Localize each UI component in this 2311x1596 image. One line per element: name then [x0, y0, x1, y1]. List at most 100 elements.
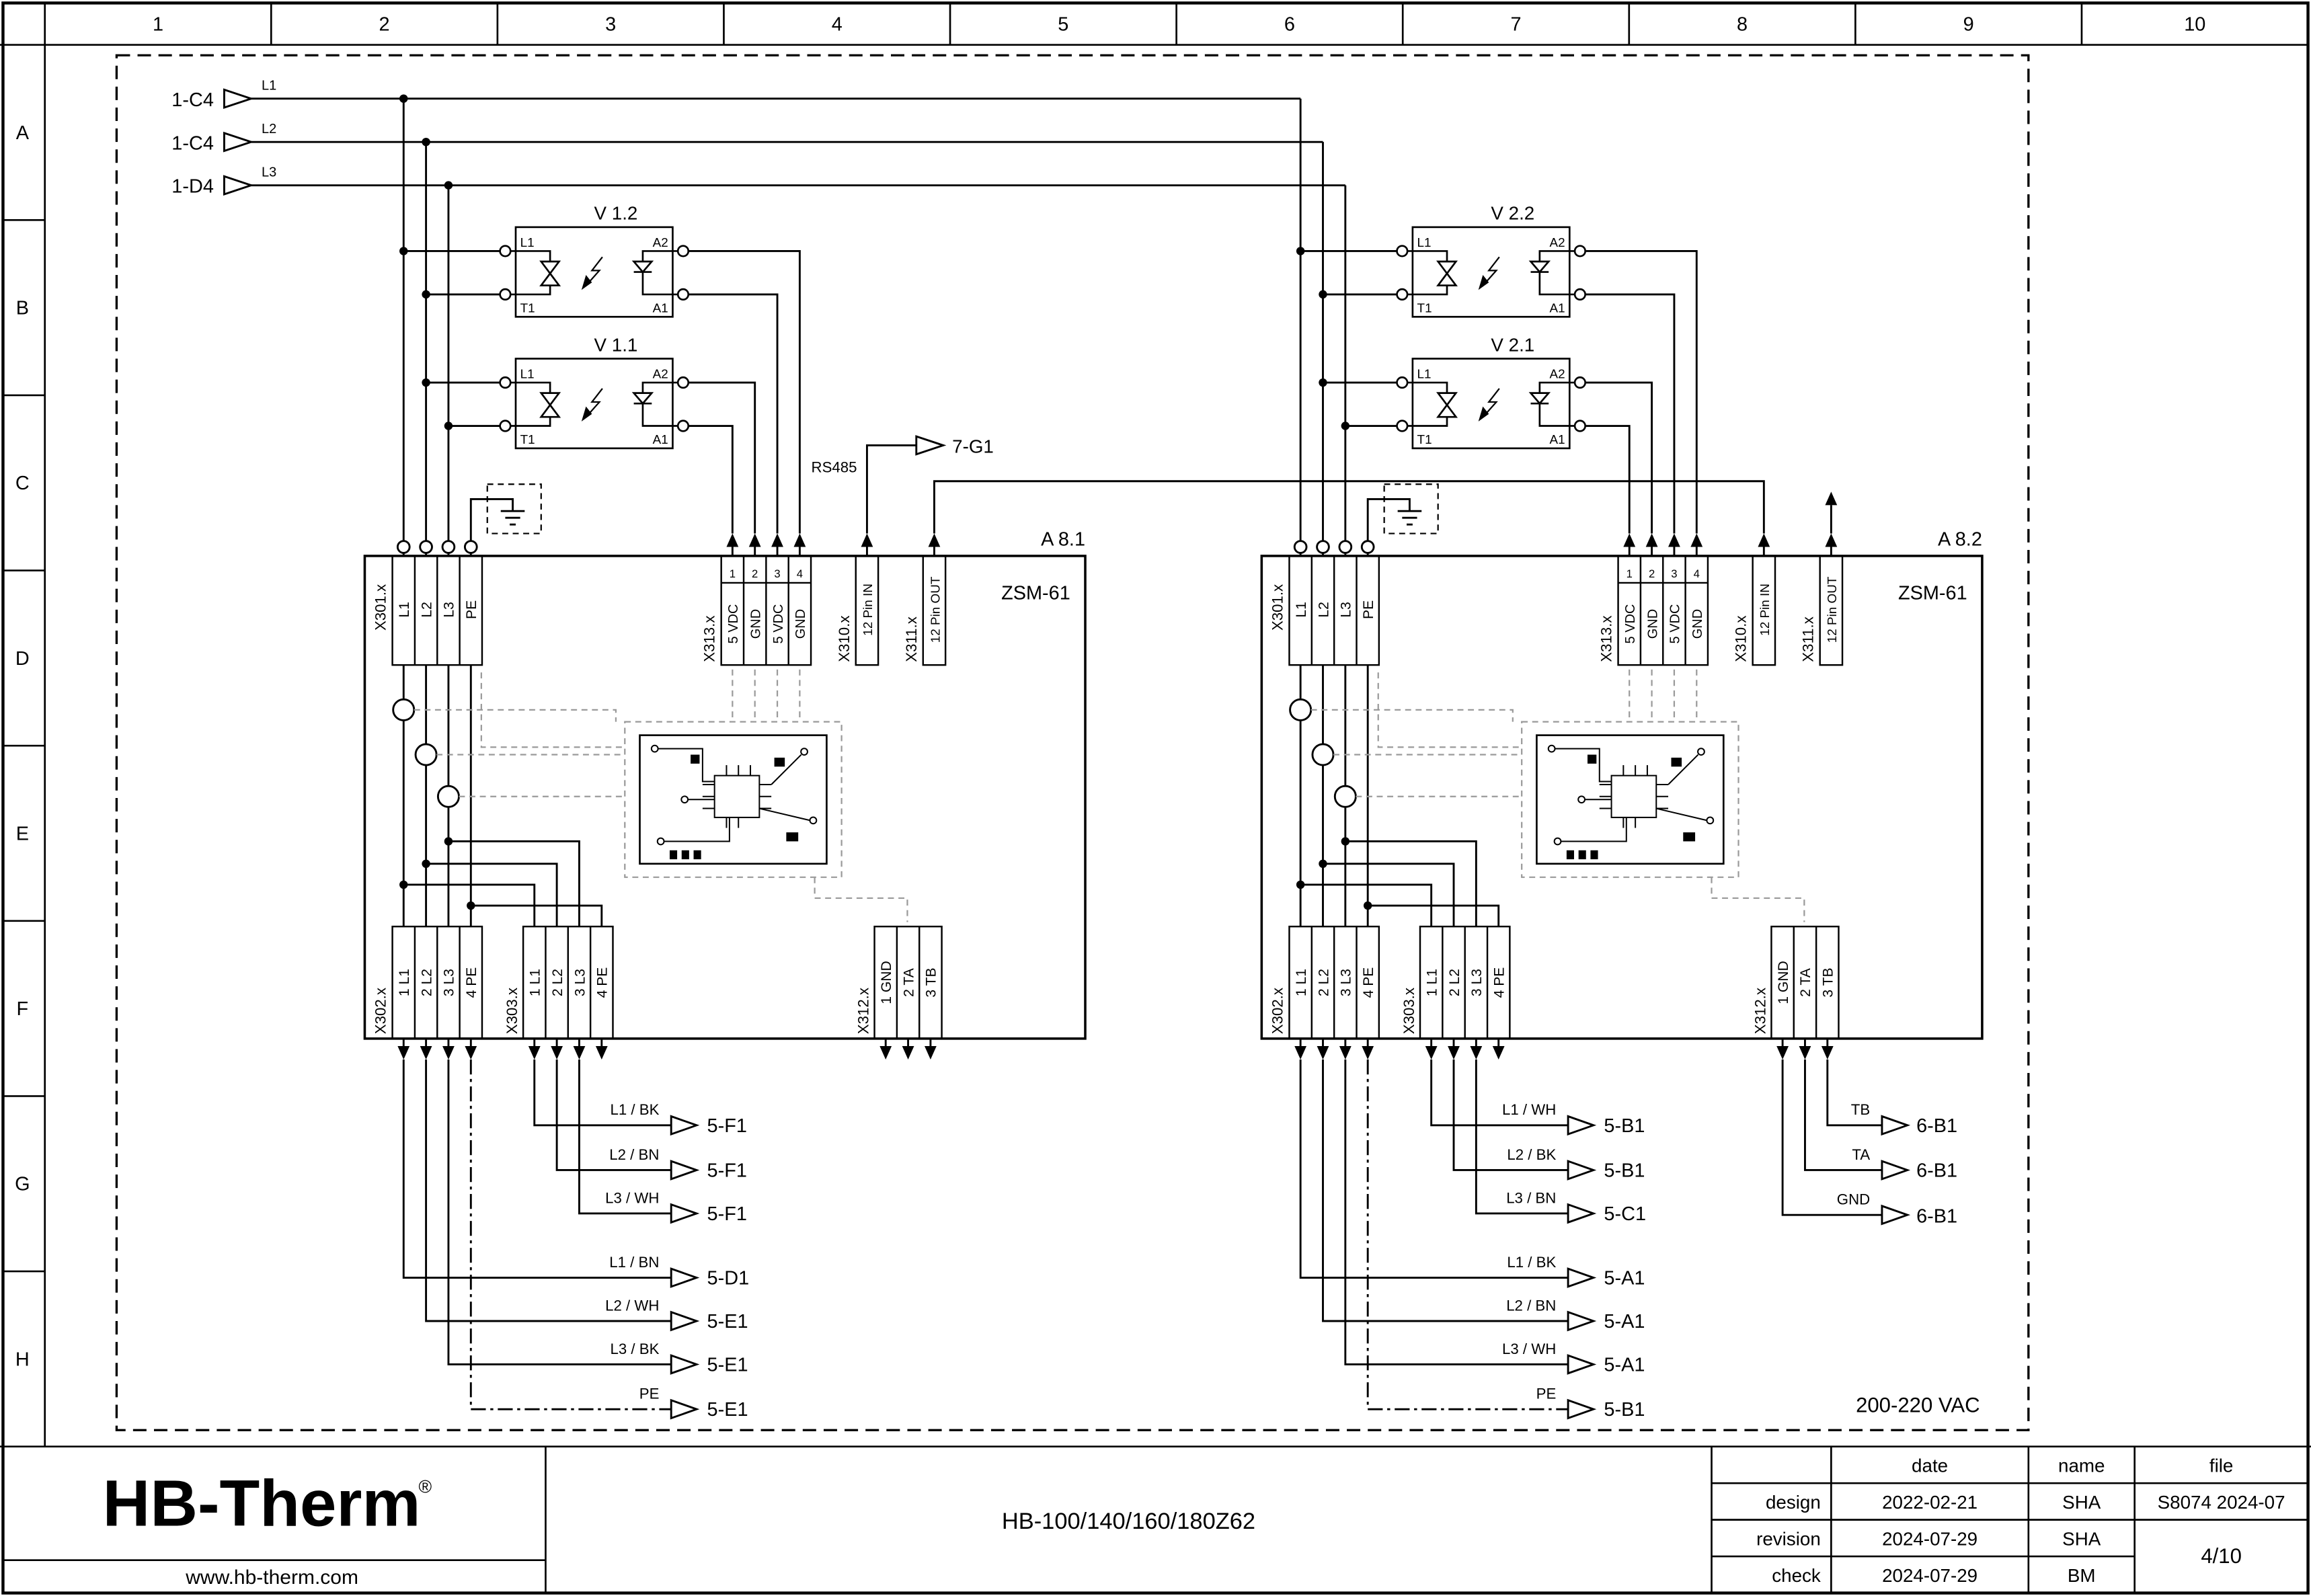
row-design-date: 2022-02-21	[1882, 1492, 1977, 1513]
line-label: L3	[262, 165, 276, 179]
title-block: HB-Therm ® www.hb-therm.com HB-100/140/1…	[3, 1446, 2308, 1593]
col-label: 10	[2184, 14, 2205, 36]
row-label: A	[16, 122, 30, 144]
col-label: 5	[1058, 14, 1068, 36]
row-label: G	[15, 1174, 30, 1195]
input-arrow-icon	[223, 131, 255, 153]
output-ref: 5-C1	[1604, 1203, 1646, 1225]
row-revision-date: 2024-07-29	[1882, 1528, 1977, 1549]
wire-label: GND	[1837, 1191, 1870, 1208]
row-label: F	[17, 998, 29, 1020]
comm-output-wires	[1781, 1059, 1882, 1216]
opto-ref: V 2.1	[1491, 334, 1534, 355]
wire-label: TB	[1851, 1101, 1870, 1118]
row-check-label: check	[1772, 1565, 1821, 1586]
row-label: B	[16, 298, 29, 319]
block-model: ZSM-61	[1898, 582, 1967, 604]
col-label: 1	[153, 14, 163, 36]
row-label: C	[15, 473, 30, 494]
wire-label: L3 / WH	[1502, 1341, 1556, 1357]
output-ref: 5-E1	[707, 1311, 748, 1332]
col-label: 9	[1963, 14, 1974, 36]
wire-label: L3 / BK	[611, 1341, 660, 1357]
row-check-date: 2024-07-29	[1882, 1565, 1977, 1586]
ruler-labels: 1 2 3 4 5 6 7 8 9 10 A B C D E F G H	[15, 14, 2205, 1371]
wire-label: L2 / BK	[1507, 1146, 1556, 1163]
output-ref: 5-E1	[707, 1399, 748, 1421]
opto-ref: V 1.1	[594, 334, 638, 355]
company-logo: HB-Therm	[103, 1466, 421, 1540]
comm-arrow-icon	[1881, 1204, 1911, 1226]
wire-label: PE	[639, 1386, 660, 1402]
output-ref: 5-F1	[707, 1203, 747, 1225]
row-design-label: design	[1766, 1492, 1821, 1513]
rs485-link-wire	[933, 480, 1765, 534]
wire-label: L2 / BN	[609, 1146, 659, 1163]
input-ref: 1-D4	[171, 176, 214, 198]
schematic-labels: 1-C4 1-C4 1-D4 L1 L2 L3 V 1.2 V 1.1 V 2.…	[171, 78, 1982, 1421]
comm-arrow-icon	[1881, 1160, 1911, 1181]
wire-label: L2 / BN	[1506, 1297, 1556, 1314]
rs485-in-wire	[865, 444, 916, 534]
wire-label: L3 / BN	[1506, 1189, 1556, 1206]
voltage-note: 200-220 VAC	[1856, 1394, 1980, 1417]
output-ref: 5-F1	[707, 1160, 747, 1181]
output-ref: 5-A1	[1604, 1311, 1645, 1332]
schematic-dashed-border	[115, 54, 2030, 1431]
output-ref: 5-E1	[707, 1354, 748, 1375]
col-label: 2	[379, 14, 390, 36]
opto-ref: V 2.2	[1491, 203, 1534, 224]
col-label: 4	[832, 14, 843, 36]
row-label: E	[16, 823, 29, 844]
row-label: H	[15, 1349, 30, 1370]
input-arrow-icon	[223, 175, 255, 196]
row-revision-name: SHA	[2062, 1528, 2101, 1549]
line-label: L1	[262, 78, 276, 93]
row-revision-label: revision	[1756, 1528, 1821, 1549]
junction-dots	[399, 94, 1838, 506]
col-label: 3	[605, 14, 616, 36]
opto-ref: V 1.2	[594, 203, 638, 224]
col-label: 7	[1510, 14, 1521, 36]
input-ref: 1-C4	[171, 89, 214, 111]
registered-mark: ®	[418, 1477, 432, 1497]
block-model: ZSM-61	[1001, 582, 1070, 604]
output-ref: 5-B1	[1604, 1399, 1645, 1421]
row-check-name: BM	[2068, 1565, 2096, 1586]
file-number: S8074 2024-07	[2158, 1492, 2285, 1513]
drawing-title: HB-100/140/160/180Z62	[1002, 1509, 1255, 1534]
th-file: file	[2209, 1455, 2234, 1476]
th-name: name	[2058, 1455, 2105, 1476]
wire-label: PE	[1536, 1386, 1557, 1402]
continuation-arrow-icon	[1825, 491, 1838, 506]
wire-label: L3 / WH	[605, 1189, 659, 1206]
block-ref: A 8.2	[1938, 528, 1982, 550]
output-ref: 5-D1	[707, 1268, 750, 1289]
input-arrow-icon	[223, 88, 255, 110]
col-label: 6	[1284, 14, 1295, 36]
company-website: www.hb-therm.com	[185, 1566, 358, 1589]
row-design-name: SHA	[2062, 1492, 2101, 1513]
output-ref: 5-F1	[707, 1115, 747, 1137]
wire-label: L1 / WH	[1502, 1101, 1556, 1118]
line-label: L2	[262, 122, 276, 136]
output-ref: 6-B1	[1916, 1115, 1957, 1137]
col-label: 8	[1737, 14, 1748, 36]
th-date: date	[1912, 1455, 1948, 1476]
wire-label: L1 / BN	[609, 1254, 659, 1271]
controller-ref: 7-G1	[952, 436, 994, 457]
output-ref: 5-B1	[1604, 1115, 1645, 1137]
page-number: 4/10	[2201, 1544, 2242, 1568]
wire-label: L2 / WH	[605, 1297, 659, 1314]
comm-arrow-icon	[1881, 1115, 1911, 1136]
output-ref: 5-A1	[1604, 1354, 1645, 1375]
rs485-arrow-icon	[915, 435, 947, 456]
wire-label: L1 / BK	[611, 1101, 660, 1118]
output-ref: 5-A1	[1604, 1268, 1645, 1289]
output-ref: 5-B1	[1604, 1160, 1645, 1181]
row-label: D	[15, 648, 30, 670]
flow-arrows	[223, 88, 1911, 1226]
